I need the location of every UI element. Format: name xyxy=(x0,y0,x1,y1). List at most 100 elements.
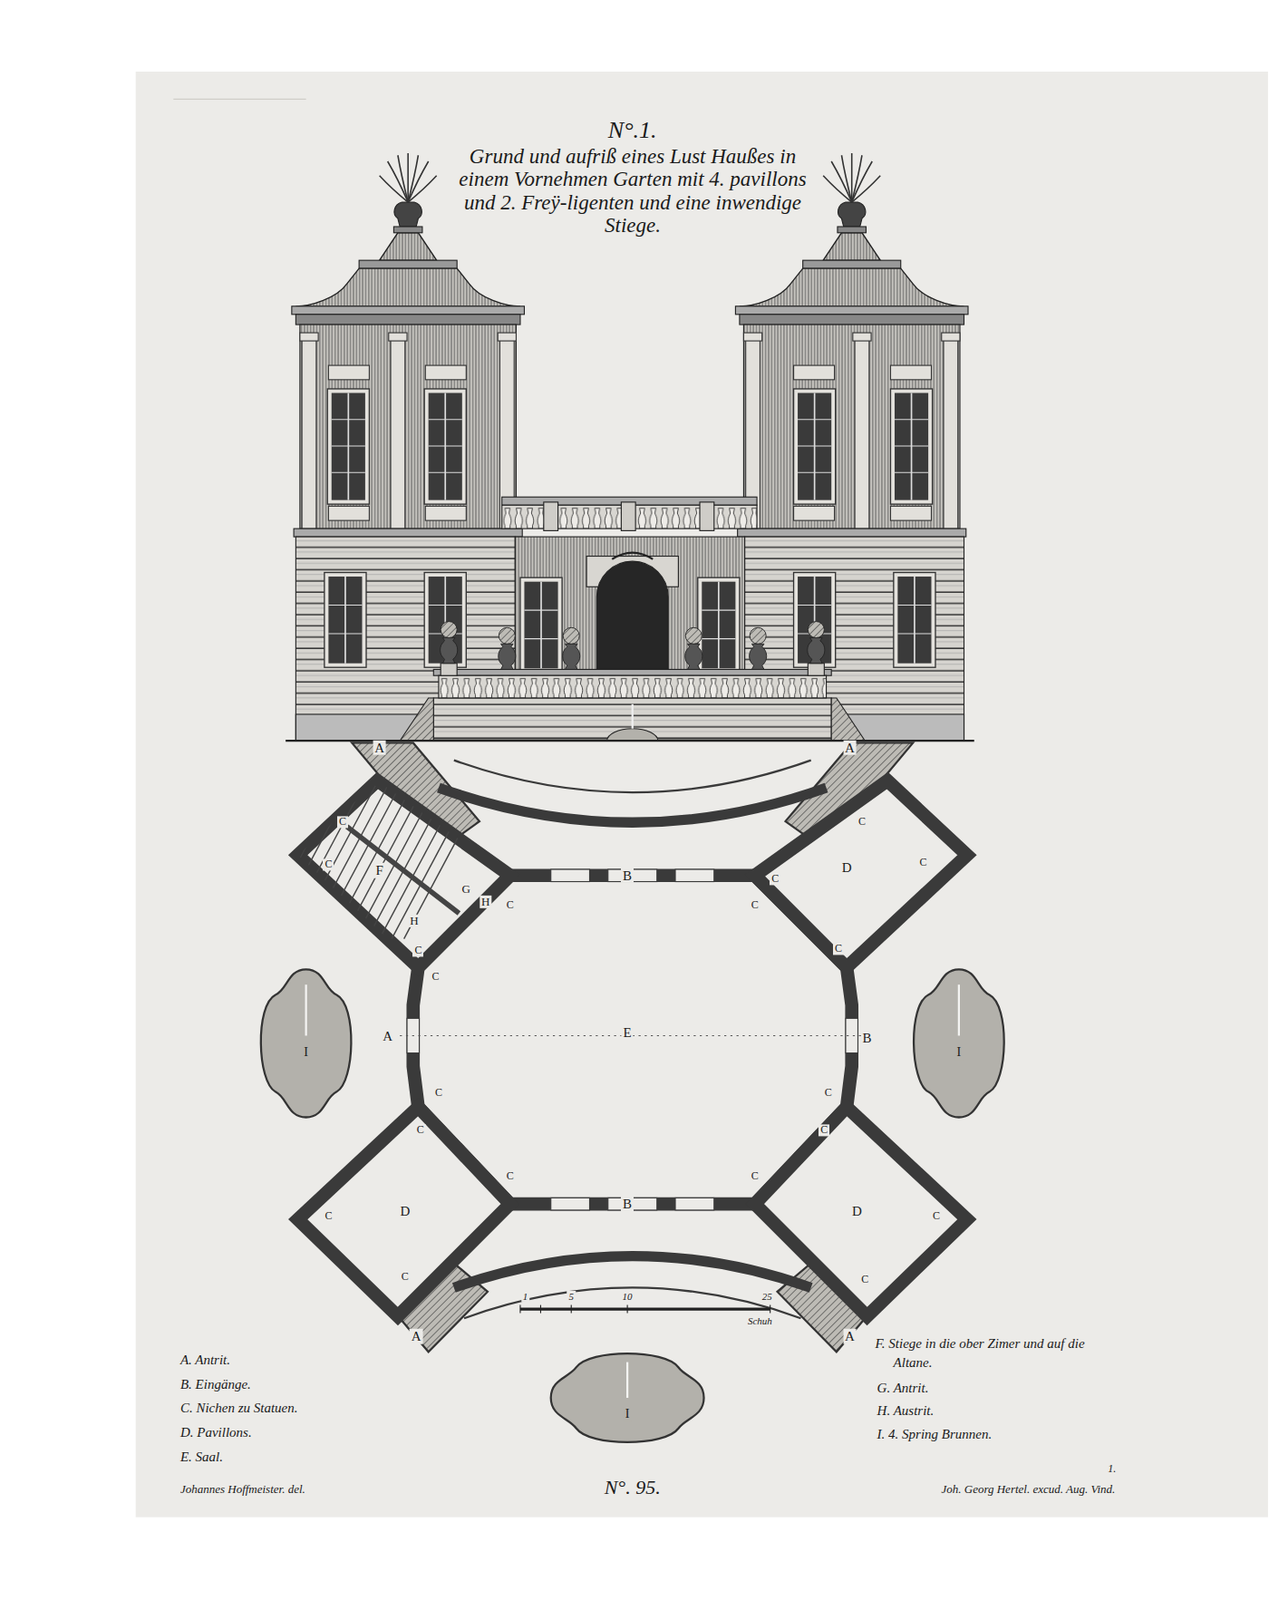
plan-letter: G xyxy=(460,882,473,896)
ground-plan xyxy=(269,785,351,940)
ground-plan xyxy=(755,1106,968,1317)
ground-plan xyxy=(367,785,449,940)
elevation xyxy=(607,728,659,742)
sheet-number: 1. xyxy=(1105,1462,1118,1475)
paper xyxy=(135,71,1269,1518)
elevation xyxy=(611,552,653,560)
ground-plan xyxy=(675,869,715,882)
signature: Joh. Georg Hertel. excud. Aug. Vind. xyxy=(939,1482,1117,1496)
legend-text: D. Pavillons. xyxy=(178,1424,254,1441)
plan-letter: C xyxy=(337,816,349,829)
scale-number: 25 xyxy=(760,1290,775,1302)
elevation xyxy=(433,668,832,676)
ground-plan xyxy=(347,826,460,914)
ground-plan xyxy=(406,869,858,1211)
title: Grund und aufriß eines Lust Haußes in ei… xyxy=(446,145,819,237)
scale-bar xyxy=(519,1305,521,1314)
elevation xyxy=(520,577,562,673)
plate-number: N°.1. xyxy=(606,117,659,145)
plan-letter: C xyxy=(769,873,781,886)
elevation xyxy=(807,663,824,677)
ground-plan xyxy=(755,780,968,968)
fountains xyxy=(958,984,960,1036)
scale-bar xyxy=(571,1305,572,1314)
plan-letter: D xyxy=(840,859,854,875)
ground-plan xyxy=(342,785,425,940)
plan-letter: C xyxy=(504,1170,516,1182)
plan-letter: C xyxy=(399,1270,411,1283)
elevation xyxy=(620,502,636,532)
ground-plan xyxy=(454,760,812,793)
plan-letter: C xyxy=(856,816,868,829)
plan-letter: B xyxy=(620,867,634,883)
ground-plan xyxy=(551,869,591,882)
plan-letter: C xyxy=(504,900,516,912)
elevation xyxy=(291,153,525,741)
plan-letter: C xyxy=(433,1087,445,1100)
fountains xyxy=(913,968,1005,1117)
plan-letter: B xyxy=(620,1196,634,1212)
elevation xyxy=(440,663,457,677)
plan-letter: C xyxy=(429,971,441,984)
plan-letter: A xyxy=(842,740,857,756)
ground-plan xyxy=(675,1197,715,1211)
plan-letter: C xyxy=(930,1210,942,1222)
ground-plan xyxy=(298,780,968,1317)
plan-letter: C xyxy=(859,1274,871,1287)
elevation xyxy=(440,621,458,664)
signature: Johannes Hoffmeister. del. xyxy=(178,1482,308,1496)
scale-unit: Schuh xyxy=(745,1315,775,1327)
legend-text: F. Stiege in die ober Zimer und auf die … xyxy=(875,1334,1105,1373)
ground-plan xyxy=(330,785,413,940)
fountains xyxy=(551,1353,705,1443)
legend-text: I. 4. Spring Brunnen. xyxy=(875,1426,995,1443)
scale-bar xyxy=(540,1305,542,1314)
scale-number: 5 xyxy=(566,1290,576,1302)
plan-letter: C xyxy=(322,1210,334,1222)
plan-letter: F xyxy=(373,862,385,879)
plan-letter: C xyxy=(818,1123,830,1136)
legend-text: C. Nichen zu Statuen. xyxy=(178,1400,301,1416)
plan-letter: E xyxy=(621,1025,634,1041)
ground-plan xyxy=(318,785,400,940)
plan-letter: C xyxy=(823,1087,834,1100)
plan-letter: I xyxy=(623,1406,632,1421)
ground-plan xyxy=(454,1256,812,1289)
plan-letter: C xyxy=(412,944,424,957)
plan-letter: A xyxy=(380,1028,395,1045)
legend-text: G. Antrit. xyxy=(875,1379,931,1395)
ground-plan xyxy=(413,875,853,1204)
plan-letter: C xyxy=(917,857,929,870)
ground-plan xyxy=(293,785,376,940)
elevation xyxy=(831,697,865,741)
scale-number: 1 xyxy=(521,1290,531,1302)
plan-letter: A xyxy=(409,1328,424,1345)
ground-plan xyxy=(257,785,340,940)
ground-plan xyxy=(391,785,474,940)
plan-letter: C xyxy=(749,900,761,912)
elevation xyxy=(399,697,434,741)
elevation xyxy=(440,663,824,677)
ground-plan xyxy=(306,785,388,940)
plan-letter: I xyxy=(301,1046,310,1060)
plan-letter: C xyxy=(322,859,334,872)
plan-letter: H xyxy=(479,895,492,909)
ground-plan xyxy=(298,780,511,968)
ground-plan xyxy=(244,785,486,940)
elevation xyxy=(735,153,969,741)
legend-text: E. Saal. xyxy=(178,1449,225,1465)
fountains xyxy=(261,968,1005,1443)
scale-number: 10 xyxy=(620,1290,635,1302)
ground-plan xyxy=(551,1197,591,1211)
plan-letter: H xyxy=(407,914,420,928)
elevation xyxy=(498,627,516,669)
plan-letter: B xyxy=(861,1029,874,1046)
elevation xyxy=(562,627,581,669)
elevation xyxy=(685,627,703,669)
scale-bar xyxy=(520,1305,771,1314)
elevation xyxy=(285,739,975,742)
ground-plan xyxy=(298,1106,511,1317)
plan-letter: I xyxy=(955,1046,964,1060)
elevation xyxy=(543,502,559,532)
